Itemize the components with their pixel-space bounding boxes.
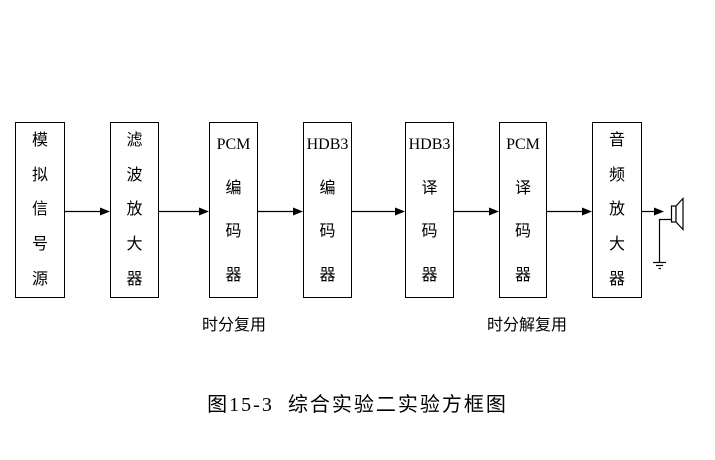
tdm-label: 时分复用: [202, 317, 267, 334]
block-text-line: 译: [421, 179, 438, 197]
block-text-line: 译: [514, 179, 531, 197]
block-text-line: 器: [126, 271, 143, 289]
tdd-label: 时分解复用: [487, 317, 568, 334]
block-text-line: 信: [31, 201, 48, 219]
block-text-line: 码: [225, 223, 242, 241]
block-text-line: 编: [319, 179, 336, 197]
block-pcm-encoder: PCM 编 码 器: [209, 122, 258, 298]
block-text-line: 大: [126, 236, 143, 254]
block-text-line: 器: [514, 266, 531, 284]
arrow-icon: [352, 207, 405, 216]
arrow-icon: [65, 207, 110, 216]
block-pcm-decoder: PCM 译 码 器: [499, 122, 547, 298]
block-text-line: 器: [608, 271, 625, 289]
block-hdb3-encoder: HDB3 编 码 器: [303, 122, 352, 298]
block-text-line: 波: [126, 166, 143, 184]
block-text-line: 大: [608, 236, 625, 254]
block-hdb3-decoder: HDB3 译 码 器: [405, 122, 454, 298]
block-text-line: HDB3: [408, 136, 451, 154]
block-text-line: 码: [514, 223, 531, 241]
block-text-line: 放: [608, 201, 625, 219]
block-audio-amplifier: 音 频 放 大 器: [592, 122, 642, 298]
block-text-line: 码: [319, 223, 336, 241]
block-text-line: 频: [608, 166, 625, 184]
block-text-line: PCM: [216, 136, 251, 154]
arrow-icon: [159, 207, 209, 216]
block-text-line: 源: [31, 271, 48, 289]
block-text-line: 器: [225, 266, 242, 284]
arrow-icon: [547, 207, 592, 216]
block-text-line: 放: [126, 201, 143, 219]
speaker-icon: [670, 196, 684, 232]
block-text-line: PCM: [506, 136, 540, 154]
figure-caption: 图15-3 综合实验二实验方框图: [207, 394, 508, 416]
arrow-icon: [454, 207, 499, 216]
block-filter-amplifier: 滤 波 放 大 器: [110, 122, 159, 298]
block-text-line: 编: [225, 179, 242, 197]
block-text-line: 器: [319, 266, 336, 284]
block-text-line: 音: [608, 131, 625, 149]
block-text-line: 号: [31, 236, 48, 254]
arrow-icon: [642, 207, 664, 216]
arrow-icon: [258, 207, 303, 216]
block-analog-signal-source: 模 拟 信 号 源: [15, 122, 65, 298]
block-text-line: 器: [421, 266, 438, 284]
block-text-line: 模: [31, 131, 48, 149]
block-text-line: 滤: [126, 131, 143, 149]
block-text-line: HDB3: [306, 136, 349, 154]
ground-icon: [653, 218, 672, 270]
block-text-line: 码: [421, 223, 438, 241]
block-text-line: 拟: [31, 166, 48, 184]
